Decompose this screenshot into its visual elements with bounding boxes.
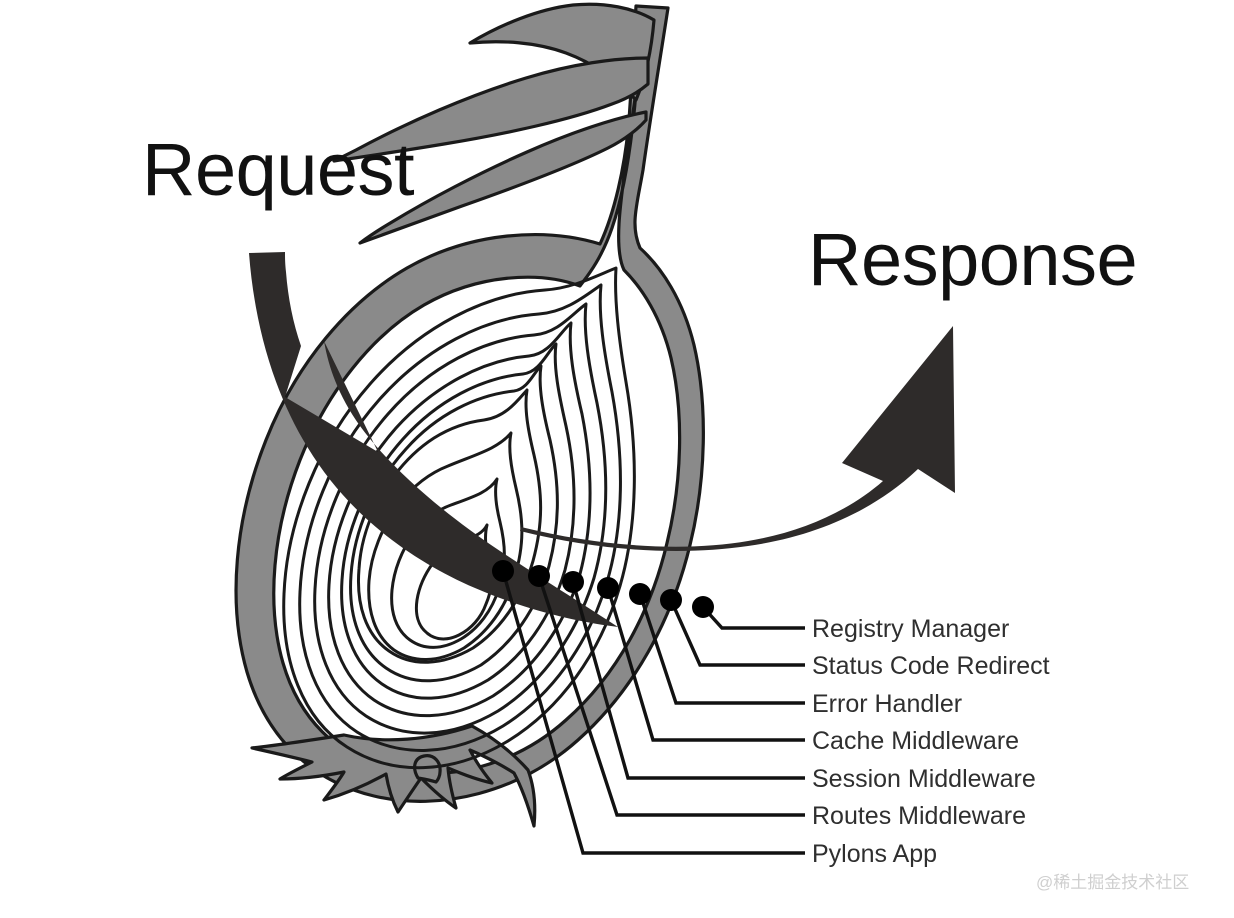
callout-pylons-app[interactable]: Pylons App bbox=[492, 560, 937, 868]
callout-leader-error-handler bbox=[638, 593, 805, 705]
callout-label-cache-middleware: Cache Middleware bbox=[812, 727, 1019, 755]
callout-dot-cache-middleware bbox=[597, 577, 619, 599]
callout-routes-middleware[interactable]: Routes Middleware bbox=[528, 565, 1026, 830]
callout-dot-status-code-redirect bbox=[660, 589, 682, 611]
onion-roots bbox=[250, 724, 537, 828]
callout-error-handler[interactable]: Error Handler bbox=[629, 583, 962, 718]
callout-label-pylons-app: Pylons App bbox=[812, 840, 937, 868]
onion-ring-3 bbox=[313, 302, 608, 735]
callout-leader-cache-middleware bbox=[606, 587, 805, 742]
callout-label-registry-manager: Registry Manager bbox=[812, 615, 1009, 643]
onion-ring-4 bbox=[327, 321, 592, 718]
callout-dot-routes-middleware bbox=[528, 565, 550, 587]
callout-leader-status-code-redirect bbox=[669, 599, 805, 667]
callout-label-session-middleware: Session Middleware bbox=[812, 765, 1036, 793]
callouts-group: Pylons App Routes Middleware Session Mid… bbox=[492, 560, 1050, 868]
onion-ring-1 bbox=[282, 266, 636, 770]
callout-session-middleware[interactable]: Session Middleware bbox=[562, 571, 1036, 793]
callout-registry-manager[interactable]: Registry Manager bbox=[692, 596, 1009, 643]
onion-outer-skin-group bbox=[234, 2, 705, 828]
onion-leaf-top bbox=[468, 2, 656, 102]
callout-label-status-code-redirect: Status Code Redirect bbox=[812, 652, 1050, 680]
watermark: @稀土掘金技术社区 bbox=[1036, 873, 1189, 892]
response-label: Response bbox=[808, 218, 1137, 301]
callout-dot-error-handler bbox=[629, 583, 651, 605]
callout-leader-registry-manager bbox=[701, 605, 805, 630]
onion-ring-5 bbox=[340, 342, 576, 700]
request-arrow-group bbox=[249, 252, 618, 627]
onion-leaf-lower bbox=[358, 110, 648, 245]
callout-status-code-redirect[interactable]: Status Code Redirect bbox=[660, 589, 1050, 680]
onion-leaf-middle bbox=[332, 56, 650, 163]
request-label: Request bbox=[142, 128, 415, 211]
callout-leader-session-middleware bbox=[571, 581, 805, 780]
callout-dot-registry-manager bbox=[692, 596, 714, 618]
callout-cache-middleware[interactable]: Cache Middleware bbox=[597, 577, 1019, 755]
response-arrow bbox=[520, 326, 955, 551]
request-arrow bbox=[249, 252, 618, 627]
onion-core-spiral-mid bbox=[367, 431, 524, 661]
onion-core-spiral-outer bbox=[356, 388, 543, 664]
response-arrow-group bbox=[520, 326, 955, 551]
callout-label-routes-middleware: Routes Middleware bbox=[812, 802, 1026, 830]
callout-dot-pylons-app bbox=[492, 560, 514, 582]
callout-label-error-handler: Error Handler bbox=[812, 690, 962, 718]
onion-ring-2 bbox=[298, 283, 622, 752]
callout-leader-routes-middleware bbox=[537, 575, 805, 817]
callout-dot-session-middleware bbox=[562, 571, 584, 593]
callout-leader-pylons-app bbox=[501, 570, 805, 855]
onion-ring-6 bbox=[349, 364, 559, 683]
